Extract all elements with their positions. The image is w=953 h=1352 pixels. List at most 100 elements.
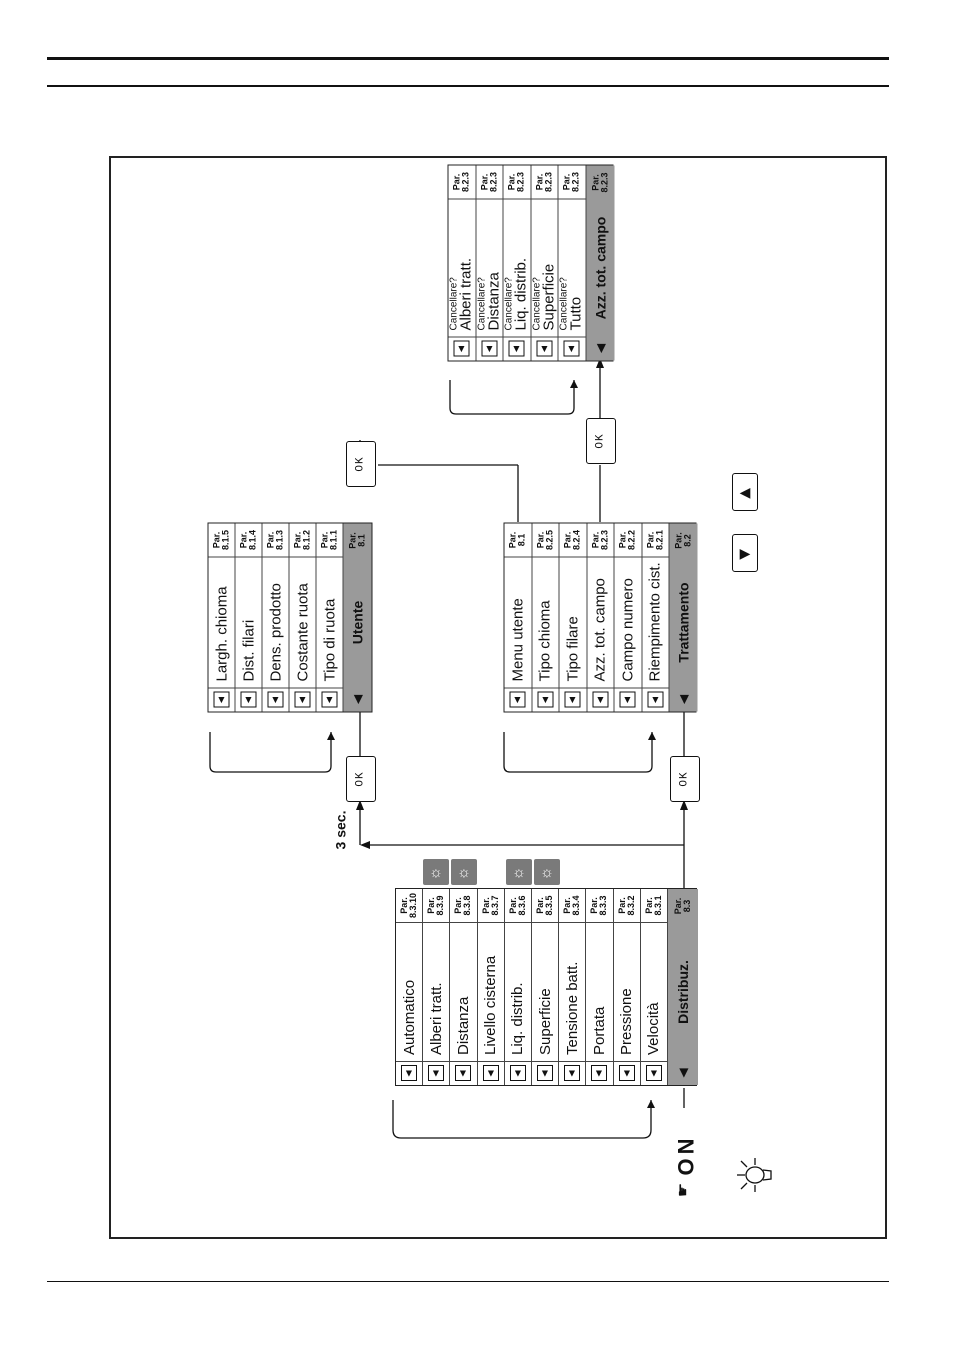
arrow-up-icon[interactable]: ◀ (618, 1065, 635, 1082)
bottom-rule (47, 1281, 889, 1282)
azz-item[interactable]: ◀Cancellare?Alberi tratt.Par.8.2.3 (448, 165, 476, 361)
item-label: Dist. filari (240, 619, 257, 682)
arrow-down-icon: ▶ (739, 544, 751, 561)
arrow-down-key[interactable]: ▶ (732, 534, 758, 572)
arrow-up-icon[interactable]: ◀ (267, 692, 284, 708)
arrow-up-icon[interactable]: ◀ (508, 341, 525, 357)
top-rule-thin (47, 85, 889, 87)
key-cell: ◀ (477, 1061, 504, 1085)
item-label: Automatico (400, 979, 418, 1055)
key-cell: ◀ (448, 336, 475, 361)
arrow-up-icon[interactable]: ◀ (645, 1065, 662, 1082)
par-reference: Par.8.3.1 (640, 889, 667, 923)
key-cell: ◀ (642, 687, 669, 712)
arrow-up-icon[interactable]: ◀ (537, 1065, 554, 1082)
distribuz-item[interactable]: ◀ Tensione batt. Par.8.3.4 (559, 889, 587, 1085)
ok-button-menu-utente[interactable]: OK (346, 441, 376, 487)
bulb-tile-distanza: ☼ (451, 859, 477, 885)
panel-azz-tot-campo: ◀Cancellare?Alberi tratt.Par.8.2.3◀Cance… (447, 164, 614, 362)
distribuz-item[interactable]: ◀ Automatico Par.8.3.10 (396, 889, 424, 1085)
key-cell: ◀ (614, 687, 641, 712)
arrow-up-icon[interactable]: ◀ (536, 341, 553, 357)
arrow-up-icon[interactable]: ◀ (563, 341, 580, 357)
par-reference: Par.8.2.5 (532, 523, 559, 558)
diagram-frame (109, 156, 887, 1239)
arrow-up-icon[interactable]: ◀ (213, 692, 230, 708)
item-label: Largh. chioma (213, 586, 230, 682)
arrow-up-icon: ◀ (350, 694, 365, 705)
item-label: Pressione (618, 988, 636, 1055)
ok-button-azz[interactable]: OK (586, 418, 616, 464)
par-reference: Par.8.3.10 (396, 889, 423, 923)
item-label: Distanza (485, 272, 502, 331)
arrow-up-icon[interactable]: ◀ (592, 692, 609, 708)
arrow-up-icon[interactable]: ◀ (482, 1065, 499, 1082)
arrow-up-icon[interactable]: ◀ (240, 692, 257, 708)
arrow-up-icon: ◀ (739, 483, 751, 500)
par-reference: Par.8.3.4 (559, 889, 586, 923)
par-reference: Par.8.3 (672, 897, 692, 915)
key-cell: ◀ (531, 1061, 559, 1085)
panel-title: Trattamento (675, 582, 692, 663)
panel-distribuz: ◀ Automatico Par.8.3.10◀Alberi tratt.Par.8… (395, 888, 698, 1086)
arrow-up-icon[interactable]: ◀ (564, 1065, 581, 1082)
item-label-group: Cancellare?Distanza (477, 200, 501, 337)
par-reference: Par.8.1.3 (262, 523, 289, 558)
key-cell: ◀ (423, 1061, 450, 1085)
par-reference: Par.8.1.1 (316, 523, 343, 558)
arrow-up-icon[interactable]: ◀ (481, 341, 498, 357)
arrow-up-icon[interactable]: ◀ (509, 692, 526, 708)
item-label: Superficie (536, 988, 554, 1055)
key-cell: ◀ (504, 687, 531, 712)
arrow-up-icon[interactable]: ◀ (453, 341, 470, 357)
par-reference: Par.8.2.2 (614, 523, 641, 558)
arrow-up-icon[interactable]: ◀ (591, 1065, 608, 1082)
arrow-up-icon[interactable]: ◀ (509, 1065, 526, 1082)
arrow-up-icon[interactable]: ◀ (455, 1065, 472, 1082)
azz-item[interactable]: ◀Cancellare?Liq. distrib.Par.8.2.3 (503, 165, 531, 361)
par-reference: Par.8.2.3 (531, 165, 558, 200)
key-cell: ◀ (558, 336, 585, 361)
item-label: Tensione batt. (563, 961, 581, 1055)
trattamento-item[interactable]: ◀Riempimento cist.Par.8.2.1 (642, 523, 670, 712)
arrow-up-icon[interactable]: ◀ (428, 1065, 445, 1082)
arrow-up-icon[interactable]: ◀ (401, 1065, 418, 1082)
arrow-up-icon[interactable]: ◀ (647, 692, 664, 708)
arrow-up-icon[interactable]: ◀ (294, 692, 311, 708)
arrow-up-icon[interactable]: ◀ (564, 692, 581, 708)
ok-button-trattamento[interactable]: OK (670, 756, 700, 802)
distribuz-item[interactable]: ◀Alberi tratt.Par.8.3.9 (423, 889, 451, 1085)
arrow-up-icon[interactable]: ◀ (537, 692, 554, 708)
ok-button-utente[interactable]: OK (346, 756, 376, 802)
arrow-up-icon[interactable]: ◀ (619, 692, 636, 708)
distribuz-item[interactable]: ◀Liq. distrib.Par.8.3.6 (504, 889, 532, 1085)
key-cell: ◀ (532, 687, 559, 712)
par-reference: Par.8.2.3 (590, 172, 609, 193)
par-reference: Par.8.1 (347, 532, 367, 549)
arrow-up-icon[interactable]: ◀ (321, 692, 338, 708)
arrow-up-key[interactable]: ◀ (732, 473, 758, 511)
par-reference: Par.8.3.9 (423, 889, 450, 923)
key-cell: ◀ (504, 1061, 531, 1085)
key-cell: ◀ (235, 687, 262, 712)
